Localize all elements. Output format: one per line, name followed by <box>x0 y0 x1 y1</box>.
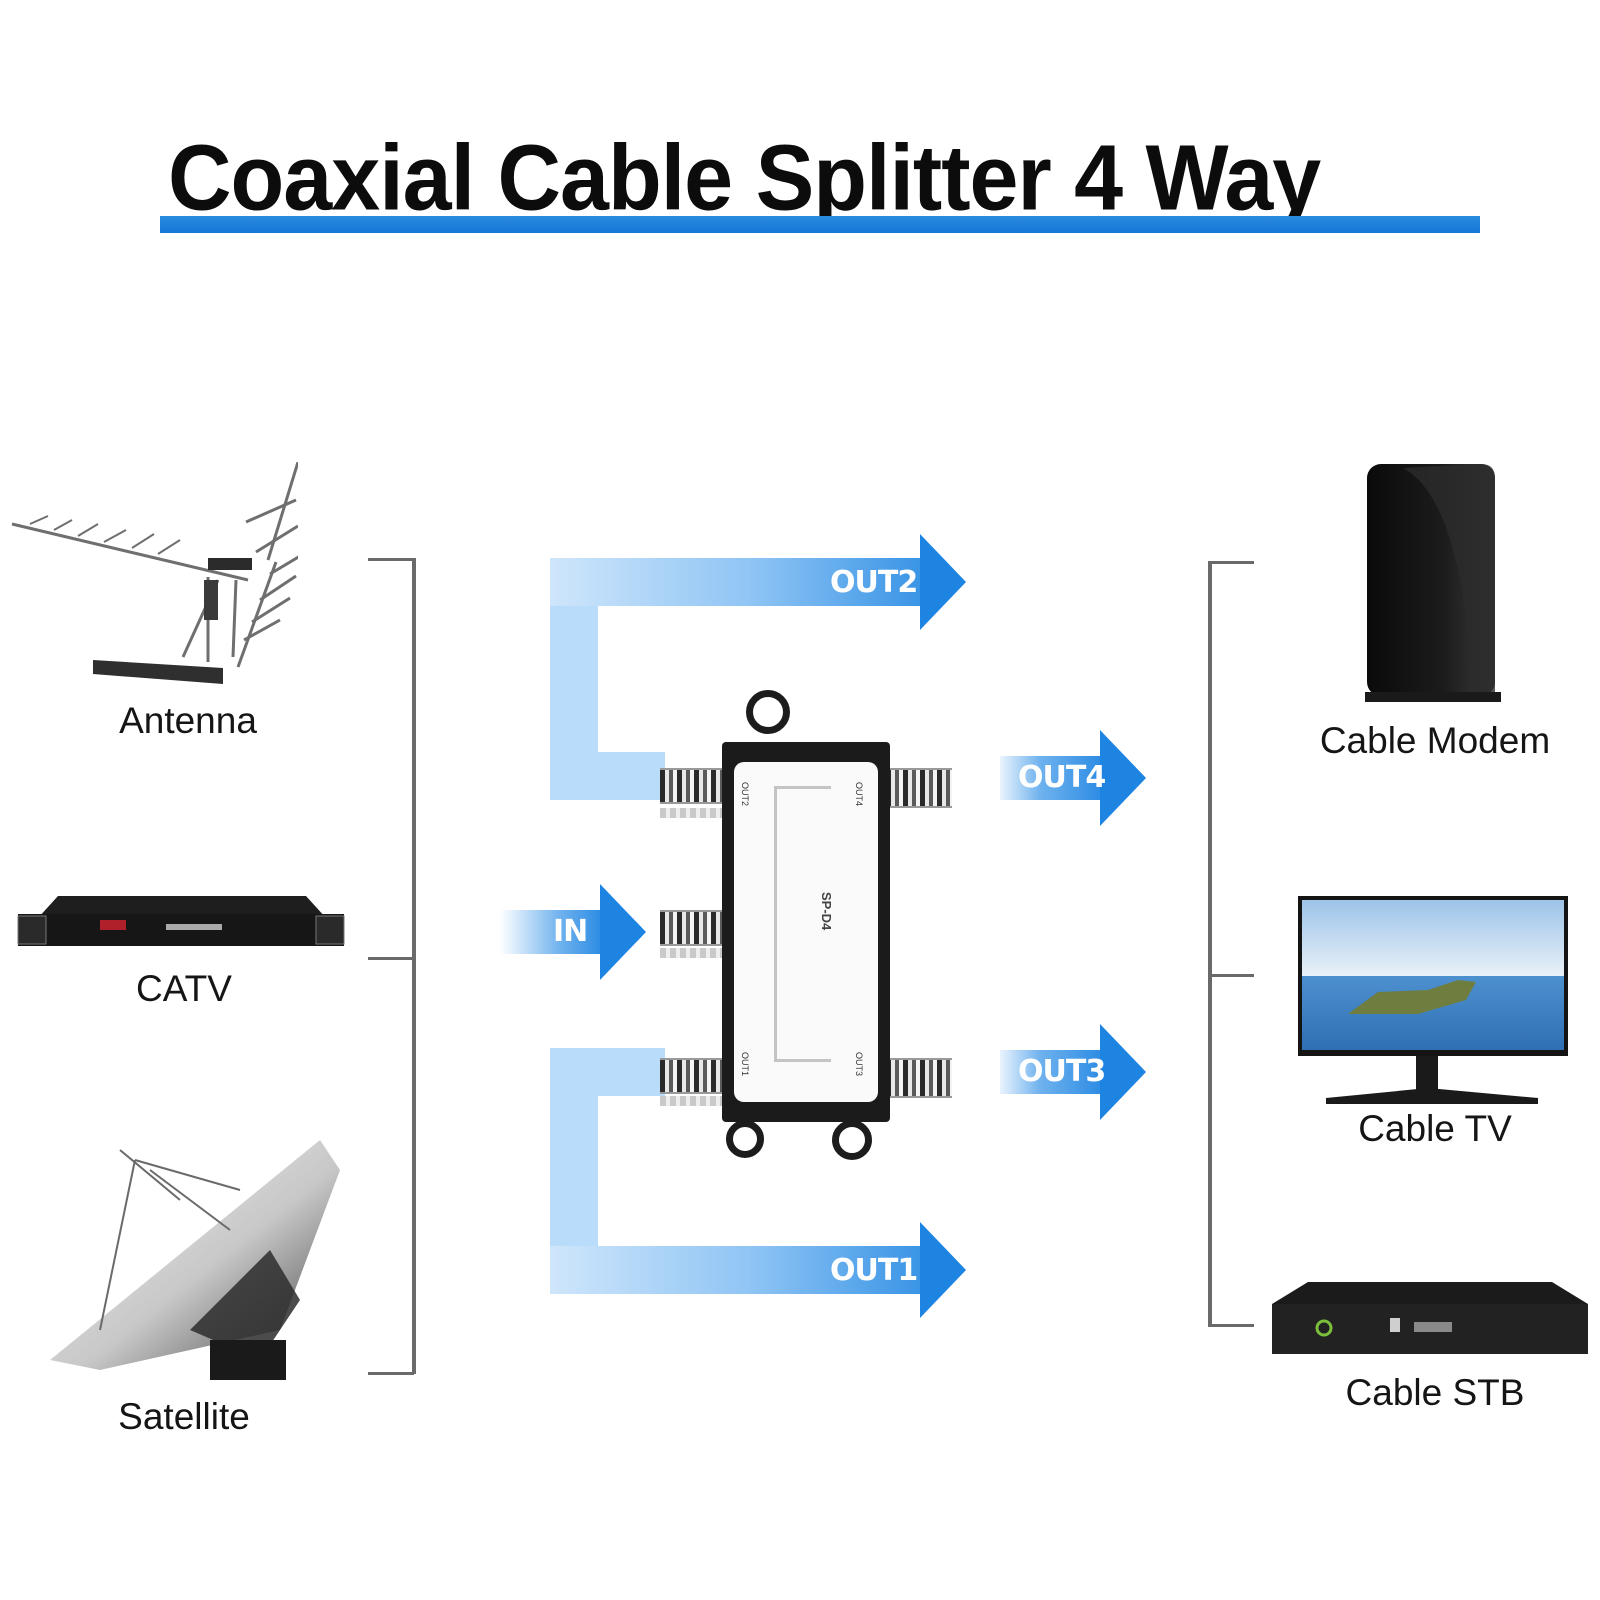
in-label: IN <box>553 914 588 949</box>
left-bracket-mid-tick <box>368 957 414 960</box>
tv-icon <box>1298 896 1568 1106</box>
connector-out1 <box>660 1058 726 1094</box>
splitter-model-text: SP-D4 <box>819 892 834 931</box>
out2-label: OUT2 <box>830 565 918 600</box>
connector-out2-shadow <box>660 808 726 818</box>
connector-out1-shadow <box>660 1096 726 1106</box>
port-label-out3: OUT3 <box>854 1052 864 1077</box>
source-label-satellite: Satellite <box>118 1396 250 1437</box>
out3-arrowhead-icon <box>1100 1024 1146 1120</box>
mount-hole-top <box>746 690 790 734</box>
antenna-icon <box>8 461 301 692</box>
port-label-out4: OUT4 <box>854 782 864 807</box>
in-arrowhead-icon <box>600 884 646 980</box>
cable-modem-icon <box>1363 460 1503 710</box>
out3-label: OUT3 <box>1018 1054 1106 1089</box>
circuit-line <box>774 786 831 1062</box>
splitter-device: SP-D4 OUT2 OUT4 OUT1 OUT3 <box>660 680 980 1160</box>
source-label-catv: CATV <box>136 968 232 1009</box>
destination-label-cable-stb: Cable STB <box>1345 1372 1525 1413</box>
mount-hole-bottom-right <box>832 1120 872 1160</box>
catv-rack-icon <box>16 888 346 958</box>
port-label-out1: OUT1 <box>740 1052 750 1077</box>
port-label-out2: OUT2 <box>740 782 750 807</box>
right-bracket-top-tick <box>1208 561 1254 564</box>
page-title: Coaxial Cable Splitter 4 Way <box>168 125 1321 230</box>
out1-path-stub <box>550 1048 665 1096</box>
destination-label-cable-modem: Cable Modem <box>1319 720 1551 761</box>
out1-path-horizontal <box>550 1246 920 1294</box>
out3-arrow-shaft <box>1000 1050 1100 1094</box>
connector-in <box>660 910 726 946</box>
out2-arrowhead-icon <box>920 534 966 630</box>
connector-out4 <box>886 768 952 808</box>
title-underline <box>160 216 1480 233</box>
out4-arrow-shaft <box>1000 756 1100 800</box>
out4-label: OUT4 <box>1018 760 1106 795</box>
out2-path-horizontal <box>550 558 920 606</box>
right-bracket-bottom-tick <box>1208 1324 1254 1327</box>
right-bracket-mid-tick <box>1208 974 1254 977</box>
left-bracket-bottom-tick <box>368 1372 414 1375</box>
out4-arrowhead-icon <box>1100 730 1146 826</box>
source-label-antenna: Antenna <box>119 700 257 741</box>
set-top-box-icon <box>1272 1278 1590 1362</box>
in-arrow-shaft <box>500 910 600 954</box>
left-bracket <box>412 558 416 1374</box>
connector-in-shadow <box>660 948 726 958</box>
right-bracket <box>1208 561 1212 1327</box>
out2-path-stub <box>550 752 665 800</box>
out1-arrowhead-icon <box>920 1222 966 1318</box>
connector-out2 <box>660 768 726 804</box>
out1-label: OUT1 <box>830 1253 918 1288</box>
mount-hole-bottom-left <box>726 1120 764 1158</box>
left-bracket-top-tick <box>368 558 414 561</box>
splitter-face: SP-D4 OUT2 OUT4 OUT1 OUT3 <box>734 762 878 1102</box>
satellite-dish-icon <box>40 1130 340 1390</box>
destination-label-cable-tv: Cable TV <box>1358 1108 1512 1149</box>
connector-out3 <box>886 1058 952 1098</box>
